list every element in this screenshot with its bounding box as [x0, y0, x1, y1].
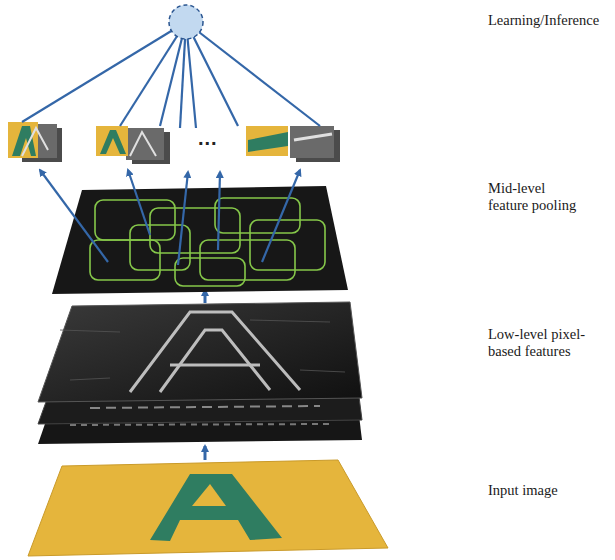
pooled-patches — [8, 122, 340, 164]
layer-label: Learning/Inference — [488, 12, 610, 29]
input-image — [28, 460, 388, 556]
pooling-plane — [40, 170, 348, 294]
layer-label: Low-level pixel-based features — [488, 326, 608, 361]
inference-lines — [22, 22, 320, 128]
layer-label: Mid-level feature pooling — [488, 180, 586, 215]
inference-node — [169, 5, 203, 39]
up-arrow — [204, 446, 207, 460]
up-arrow — [204, 290, 207, 303]
layer-label: Input image — [488, 482, 608, 499]
ellipsis: ... — [198, 126, 242, 150]
feature-maps — [38, 302, 362, 444]
